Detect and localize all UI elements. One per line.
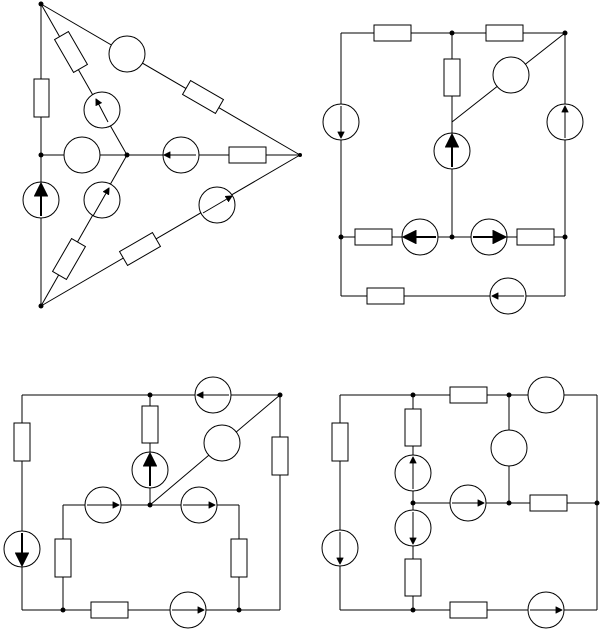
circuit-panel-bottom-right [321, 376, 600, 629]
resistor [404, 558, 422, 597]
node [410, 607, 416, 613]
resistor [485, 24, 524, 42]
circuit-panel-top-left [22, 1, 302, 309]
resistor [53, 30, 89, 74]
resistor [13, 422, 31, 462]
circuit-panel-bottom-left [3, 376, 289, 629]
source-arrow [96, 99, 109, 123]
node [338, 234, 344, 240]
wire [40, 3, 128, 156]
voltage-source [203, 424, 241, 462]
node [410, 500, 416, 506]
node [298, 153, 302, 157]
node [277, 392, 283, 398]
resistor [443, 58, 461, 97]
node [410, 392, 416, 398]
resistor [404, 408, 422, 447]
resistor [366, 287, 405, 305]
resistor [529, 494, 568, 512]
resistor [449, 386, 488, 404]
resistor [373, 24, 412, 42]
source-arrow [92, 188, 109, 217]
node [506, 500, 512, 506]
node [60, 607, 66, 613]
node [38, 303, 44, 309]
node [562, 234, 568, 240]
resistor [228, 146, 267, 164]
resistor [331, 422, 349, 462]
wire [40, 154, 128, 307]
voltage-source [527, 376, 565, 414]
resistor [33, 78, 50, 118]
voltage-source [492, 56, 530, 94]
node [38, 152, 44, 158]
node [506, 392, 512, 398]
voltage-source [108, 35, 146, 73]
node [449, 30, 455, 36]
node [147, 392, 153, 398]
resistor [230, 538, 248, 578]
resistor [516, 228, 555, 246]
voltage-source [63, 136, 101, 174]
wire [40, 154, 301, 307]
node [562, 30, 568, 36]
node [38, 1, 44, 7]
voltage-source [490, 429, 528, 467]
node [147, 502, 153, 508]
resistor [54, 538, 72, 578]
resistor [449, 601, 488, 619]
circuit-panel-top-right [322, 24, 584, 315]
resistor [271, 436, 289, 476]
resistor [51, 237, 87, 281]
node [449, 234, 455, 240]
resistor [181, 79, 225, 115]
node [124, 152, 130, 158]
resistor [118, 231, 162, 267]
wire [40, 3, 301, 156]
node [236, 607, 242, 613]
node [594, 500, 600, 506]
resistor [90, 601, 129, 619]
resistor [354, 228, 393, 246]
source-arrow [202, 196, 232, 214]
resistor [141, 405, 159, 444]
